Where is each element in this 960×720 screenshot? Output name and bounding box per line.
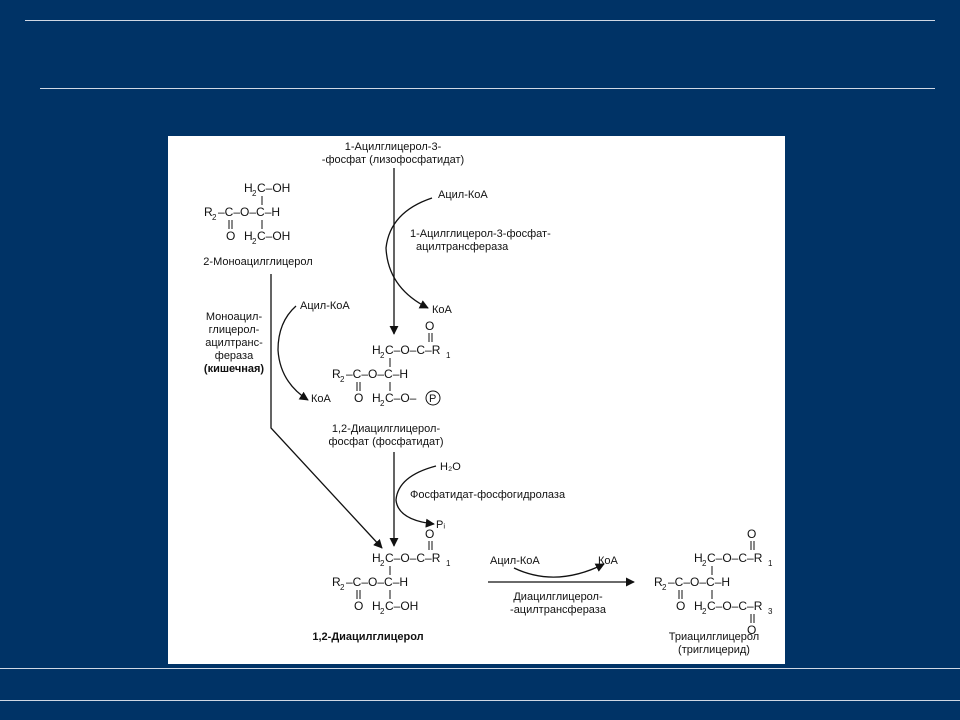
mag-enzyme-line5: (кишечная) — [204, 363, 265, 375]
svg-text:C–O–: C–O– — [385, 391, 417, 405]
water-phosphate-curve — [395, 465, 437, 528]
svg-text:1: 1 — [446, 351, 451, 360]
mag-enzyme-line2: глицерол- — [209, 324, 260, 336]
svg-text:2: 2 — [252, 189, 257, 198]
mag-enzyme-line1: Моноацил- — [206, 311, 263, 323]
coa-label-right: КоА — [598, 555, 619, 567]
svg-text:C–OH: C–OH — [385, 599, 418, 613]
phosphatidate-label-line1: 1,2-Диацилглицерол- — [332, 423, 441, 435]
svg-text:2: 2 — [380, 399, 385, 408]
acyl-coa-label-upper: Ацил-КоА — [438, 189, 488, 201]
acyl-coa-label-left: Ацил-КоА — [300, 300, 350, 312]
svg-text:2: 2 — [340, 583, 345, 592]
water-label: H₂O — [440, 461, 461, 473]
coa-label-left: КоА — [311, 393, 332, 405]
svg-text:2: 2 — [380, 351, 385, 360]
svg-text:H: H — [244, 181, 253, 195]
svg-text:O: O — [226, 229, 235, 243]
diagram-panel: 1-Ацилглицерол-3- -фосфат (лизофосфатида… — [168, 136, 785, 664]
svg-text:O: O — [747, 527, 756, 541]
svg-text:C–O–C–R: C–O–C–R — [385, 551, 441, 565]
svg-text:H: H — [694, 599, 703, 613]
dgat-enzyme-line2: -ацилтрансфераза — [510, 604, 607, 616]
footer-divider-line-2 — [0, 700, 960, 701]
svg-text:O: O — [425, 527, 434, 541]
triacylglycerol-synthesis-diagram: 1-Ацилглицерол-3- -фосфат (лизофосфатида… — [203, 141, 773, 656]
svg-text:H: H — [372, 599, 381, 613]
svg-text:2: 2 — [702, 559, 707, 568]
monoacylglycerol-label: 2-Моноацилглицерол — [203, 256, 312, 268]
svg-text:2: 2 — [340, 375, 345, 384]
phosphohydrolase-label: Фосфатидат-фосфогидролаза — [410, 489, 566, 501]
lysophosphatidate-label-line1: 1-Ацилглицерол-3- — [345, 141, 442, 153]
acyl-coa-label-right: Ацил-КоА — [490, 555, 540, 567]
svg-text:H: H — [694, 551, 703, 565]
svg-text:C–O–C–R: C–O–C–R — [707, 599, 763, 613]
svg-text:3: 3 — [768, 607, 773, 616]
svg-text:–C–O–C–H: –C–O–C–H — [346, 367, 408, 381]
lysophosphatidate-label-line2: -фосфат (лизофосфатидат) — [322, 154, 464, 166]
svg-text:–C–O–C–H: –C–O–C–H — [668, 575, 730, 589]
svg-text:O: O — [747, 623, 756, 637]
dgat-enzyme-line1: Диацилглицерол- — [513, 591, 603, 603]
lpa-enzyme-label-line2: ацилтрансфераза — [416, 241, 509, 253]
svg-text:C–OH: C–OH — [257, 181, 290, 195]
acyl-coa-curve-upper — [385, 197, 433, 309]
svg-text:O: O — [354, 599, 363, 613]
svg-text:2: 2 — [252, 237, 257, 246]
svg-text:C–OH: C–OH — [257, 229, 290, 243]
top-divider-line — [25, 20, 935, 21]
svg-text:C–O–C–R: C–O–C–R — [707, 551, 763, 565]
svg-text:R: R — [204, 205, 213, 219]
mag-enzyme-line3: ацилтранс- — [205, 337, 263, 349]
svg-text:–C–O–C–H: –C–O–C–H — [218, 205, 280, 219]
lpa-enzyme-label-line1: 1-Ацилглицерол-3-фосфат- — [410, 228, 551, 240]
svg-text:2: 2 — [380, 607, 385, 616]
svg-text:H: H — [244, 229, 253, 243]
svg-text:H: H — [372, 391, 381, 405]
svg-text:R: R — [332, 367, 341, 381]
phosphatidate-label-line2: фосфат (фосфатидат) — [328, 436, 443, 448]
svg-text:O: O — [425, 319, 434, 333]
svg-text:P: P — [429, 393, 436, 405]
acyl-coa-curve-left — [277, 305, 309, 401]
svg-text:–C–O–C–H: –C–O–C–H — [346, 575, 408, 589]
svg-text:H: H — [372, 343, 381, 357]
mag-enzyme-line4: фераза — [215, 350, 254, 362]
svg-text:O: O — [676, 599, 685, 613]
arrow-mag-to-dag — [270, 274, 383, 549]
svg-text:1: 1 — [446, 559, 451, 568]
svg-text:H: H — [372, 551, 381, 565]
svg-text:C–O–C–R: C–O–C–R — [385, 343, 441, 357]
triacylglycerol-label-line2: (триглицерид) — [678, 644, 750, 656]
title-divider-line — [40, 88, 935, 89]
acyl-coa-curve-right — [513, 563, 605, 578]
diacylglycerol-label: 1,2-Диацилглицерол — [312, 631, 423, 643]
svg-text:R: R — [654, 575, 663, 589]
coa-label-upper: КоА — [432, 304, 453, 316]
svg-text:2: 2 — [212, 213, 217, 222]
svg-text:2: 2 — [702, 607, 707, 616]
svg-text:O: O — [354, 391, 363, 405]
svg-text:2: 2 — [380, 559, 385, 568]
triacylglycerol-label-line1: Триацилглицерол — [669, 631, 759, 643]
phosphate-label: Pᵢ — [436, 519, 445, 531]
svg-text:2: 2 — [662, 583, 667, 592]
svg-text:R: R — [332, 575, 341, 589]
footer-divider-line-1 — [0, 668, 960, 669]
svg-text:1: 1 — [768, 559, 773, 568]
